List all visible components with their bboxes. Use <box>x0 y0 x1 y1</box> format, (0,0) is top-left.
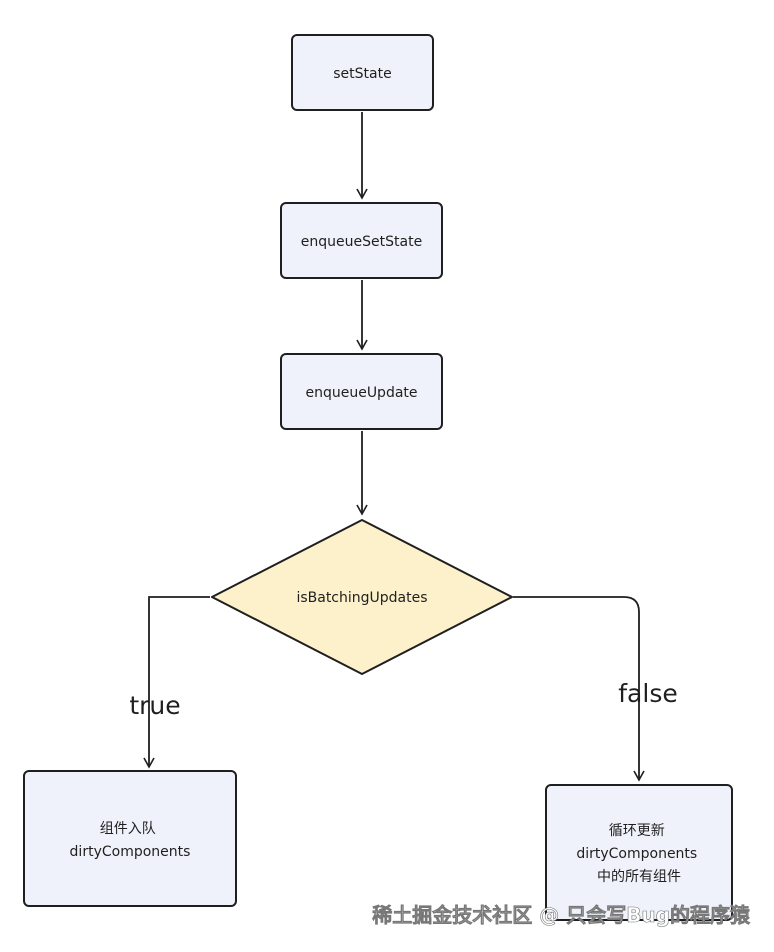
node-true-branch-line-2: dirtyComponents <box>70 844 191 860</box>
node-enqueuesetstate: enqueueSetState <box>280 202 443 279</box>
node-setstate-label: setState <box>333 66 391 82</box>
watermark: 稀土掘金技术社区 @ 只会写Bug的程序猿 <box>372 903 751 927</box>
edge-label-false: false <box>618 679 677 708</box>
node-enqueuesetstate-label: enqueueSetState <box>301 234 422 250</box>
node-false-branch-line-3: 中的所有组件 <box>597 869 681 885</box>
node-enqueueupdate: enqueueUpdate <box>280 353 443 430</box>
node-true-branch-text: 组件入队 dirtyComponents <box>70 821 191 860</box>
edge-decision-false <box>513 596 645 782</box>
edge-label-true: true <box>129 691 180 720</box>
edge-decision-true <box>143 596 210 769</box>
node-setstate: setState <box>291 34 434 111</box>
edges <box>143 112 645 782</box>
node-false-branch: 循环更新 dirtyComponents 中的所有组件 <box>545 784 733 921</box>
node-false-branch-text: 循环更新 dirtyComponents 中的所有组件 <box>576 823 701 885</box>
node-true-branch-line-1: 组件入队 <box>100 821 156 837</box>
node-false-branch-line-1: 循环更新 <box>609 823 665 839</box>
node-false-branch-line-2: dirtyComponents <box>576 846 697 862</box>
node-true-branch: 组件入队 dirtyComponents <box>23 770 237 907</box>
decision-label: isBatchingUpdates <box>296 590 427 606</box>
node-enqueueupdate-label: enqueueUpdate <box>305 385 417 401</box>
decision-isbatchingupdates: isBatchingUpdates <box>211 519 513 675</box>
